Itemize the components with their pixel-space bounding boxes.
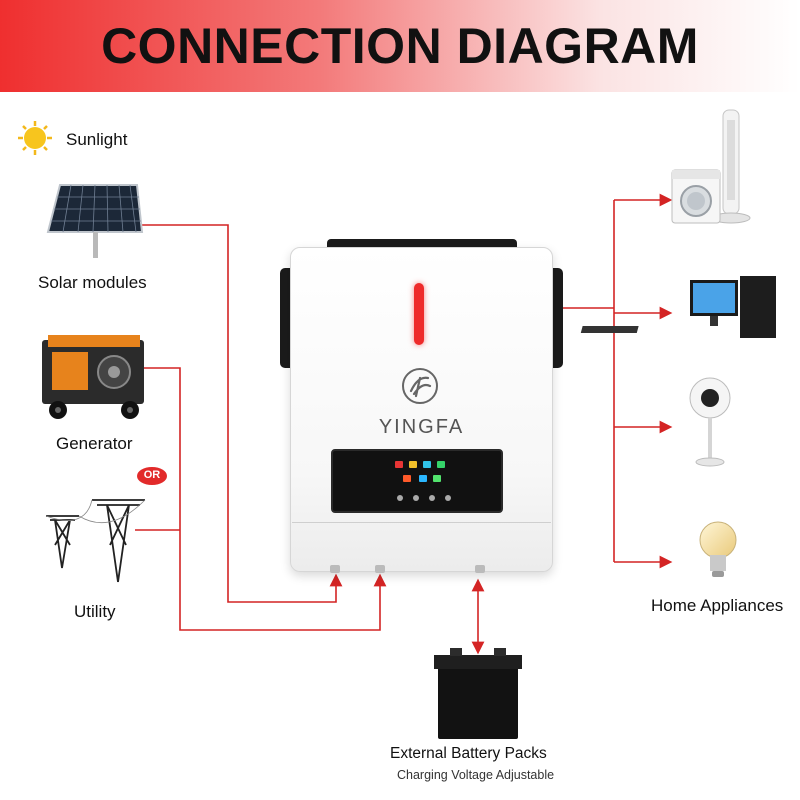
- generator-icon: [42, 335, 144, 419]
- header-banner: CONNECTION DIAGRAM: [0, 0, 800, 92]
- sun-icon: [18, 121, 52, 155]
- battery-subtitle: Charging Voltage Adjustable: [397, 768, 555, 782]
- display-indicator: [403, 475, 411, 482]
- solar-modules-label: Solar modules: [38, 273, 147, 292]
- sunlight-label: Sunlight: [66, 130, 128, 149]
- diagram-title: CONNECTION DIAGRAM: [101, 18, 699, 74]
- battery-icon: [434, 648, 522, 739]
- solar-wire: [137, 224, 343, 603]
- display-indicator: [409, 461, 417, 468]
- inverter-display: [331, 449, 503, 513]
- display-button[interactable]: [397, 495, 403, 501]
- display-button[interactable]: [429, 495, 435, 501]
- or-badge-label: OR: [143, 469, 161, 481]
- display-indicator: [419, 475, 427, 482]
- inverter-side-bracket-left: [280, 268, 292, 368]
- status-light-bar: [414, 283, 424, 345]
- inverter-ports: [300, 565, 545, 573]
- generator-label: Generator: [56, 434, 133, 453]
- display-indicator: [395, 461, 403, 468]
- or-badge: [137, 467, 167, 485]
- utility-label: Utility: [74, 602, 116, 621]
- tower-fan-icon: [711, 109, 751, 224]
- battery-title: External Battery Packs: [390, 745, 547, 762]
- desktop-computer-icon: [580, 276, 776, 338]
- inverter-side-bracket-right: [551, 268, 563, 368]
- display-indicator: [433, 475, 441, 482]
- inverter-brand: YINGFA: [378, 416, 465, 438]
- port: [475, 565, 485, 573]
- display-indicator: [423, 461, 431, 468]
- generator-wire: [143, 367, 387, 631]
- desk-fan-icon: [689, 377, 731, 467]
- port: [375, 565, 385, 573]
- light-bulb-icon: [699, 521, 737, 577]
- utility-tower-icon: [45, 499, 146, 583]
- home-appliances-label: Home Appliances: [651, 596, 784, 615]
- port: [330, 565, 340, 573]
- inverter-divider: [292, 522, 551, 523]
- washing-machine-icon: [671, 169, 721, 224]
- load-wires: [557, 193, 673, 569]
- solar-panel-icon: [46, 184, 144, 258]
- display-button[interactable]: [413, 495, 419, 501]
- display-button[interactable]: [445, 495, 451, 501]
- yingfa-logo-icon: [402, 368, 438, 404]
- display-indicator: [437, 461, 445, 468]
